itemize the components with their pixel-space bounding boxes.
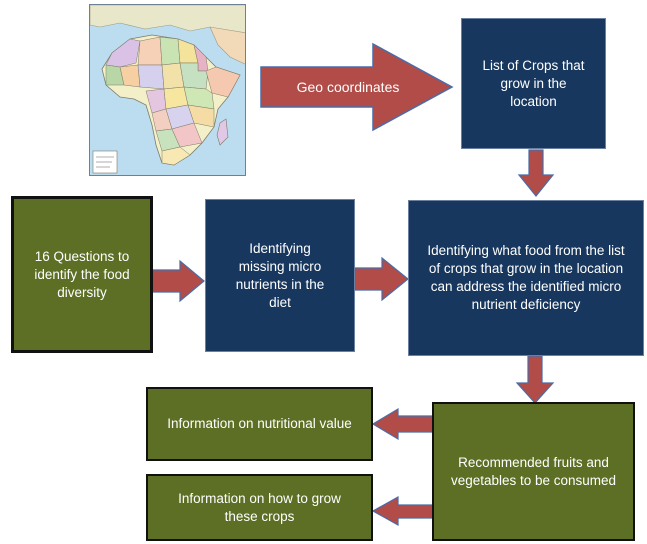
identify-food-text: Identifying what food from the list of c… [427, 243, 625, 312]
crops-list-text: List of Crops that grow in the location [482, 57, 585, 109]
left-arrow-1 [371, 407, 433, 441]
geo-coordinates-text: Geo coordinates [296, 79, 400, 95]
missing-nutrients-box: Identifying missing micro nutrients in t… [205, 199, 355, 352]
questions-text: 16 Questions to identify the food divers… [34, 248, 130, 300]
geo-coordinates-label: Geo coordinates [268, 74, 428, 100]
crops-list-box: List of Crops that grow in the location [461, 18, 606, 149]
down-arrow-2 [515, 355, 555, 404]
grow-info-box: Information on how to grow these crops [146, 474, 373, 541]
geo-arrow [260, 42, 454, 132]
africa-map-icon [90, 5, 245, 175]
grow-info-text: Information on how to grow these crops [178, 490, 341, 524]
identify-food-box: Identifying what food from the list of c… [408, 200, 644, 356]
missing-nutrients-text: Identifying missing micro nutrients in t… [235, 240, 325, 310]
africa-map-image [89, 4, 246, 176]
recommended-box: Recommended fruits and vegetables to be … [432, 402, 635, 541]
left-arrow-2 [371, 495, 433, 527]
right-arrow-1 [152, 259, 205, 303]
down-arrow-1 [517, 149, 555, 197]
questions-box: 16 Questions to identify the food divers… [11, 196, 153, 353]
nutrition-info-box: Information on nutritional value [146, 387, 373, 461]
nutrition-info-text: Information on nutritional value [167, 416, 352, 431]
recommended-text: Recommended fruits and vegetables to be … [450, 454, 617, 488]
right-arrow-2 [354, 256, 409, 302]
